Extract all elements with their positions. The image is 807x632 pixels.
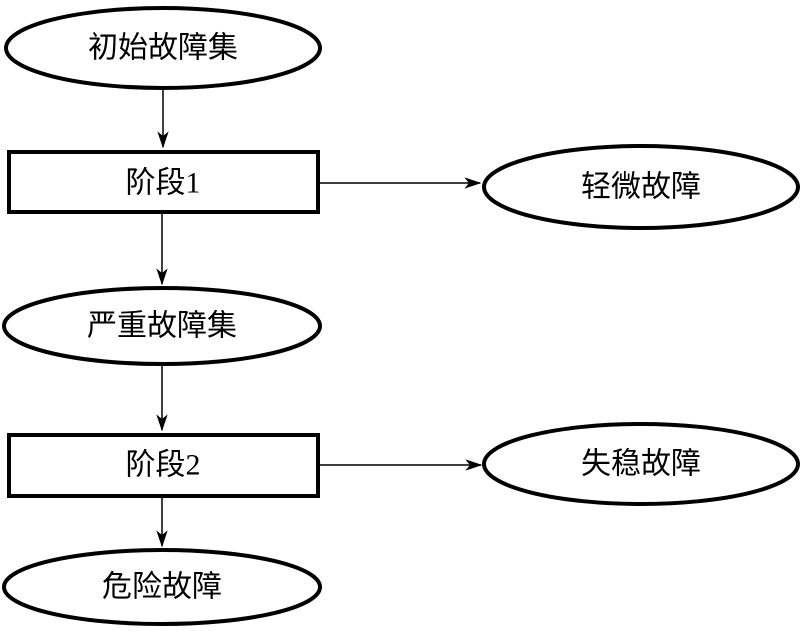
node-severe-fault-set: 严重故障集	[2, 286, 322, 366]
stage1-box	[7, 150, 320, 214]
instability-fault-ellipse	[482, 422, 800, 506]
stage2-label: 阶段2	[126, 449, 201, 482]
minor-fault-ellipse	[482, 144, 800, 230]
node-minor-fault: 轻微故障	[482, 144, 800, 230]
stage1-label: 阶段1	[126, 167, 201, 200]
stage2-box	[7, 433, 320, 498]
node-instability-fault: 失稳故障	[482, 422, 800, 506]
severe-fault-set-label: 严重故障集	[87, 310, 237, 343]
node-dangerous-fault: 危险故障	[2, 548, 322, 626]
minor-fault-label: 轻微故障	[581, 171, 701, 204]
dangerous-fault-ellipse	[2, 548, 322, 626]
instability-fault-label: 失稳故障	[581, 448, 701, 481]
node-initial-fault-set: 初始故障集	[4, 6, 322, 90]
node-stage1: 阶段1	[7, 150, 320, 214]
node-stage2: 阶段2	[7, 433, 320, 498]
dangerous-fault-label: 危险故障	[102, 571, 222, 604]
initial-fault-set-label: 初始故障集	[88, 32, 238, 65]
